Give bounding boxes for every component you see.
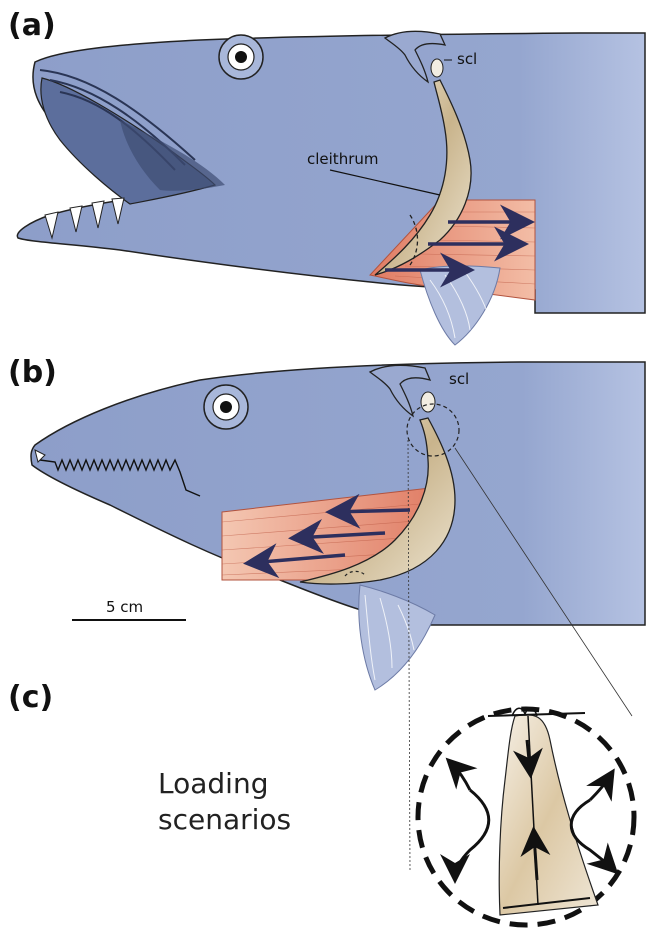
eye-icon <box>204 385 248 429</box>
panel-a <box>17 31 645 345</box>
label-cleithrum: cleithrum <box>307 150 378 168</box>
panel-c <box>418 708 634 925</box>
label-scale-bar: 5 cm <box>106 598 143 616</box>
panel-label-b: (b) <box>8 355 57 390</box>
pectoral-fin-a <box>420 266 500 345</box>
label-scl-b: scl <box>449 370 469 388</box>
label-scl-a: scl <box>457 50 477 68</box>
muscle-force-arrow-icon <box>332 510 410 512</box>
panel-label-a: (a) <box>8 8 56 43</box>
eye-icon <box>219 35 263 79</box>
loading-line-1: Loading <box>158 766 291 802</box>
bending-arrow-icon <box>452 764 489 875</box>
zoomed-bone <box>499 715 598 915</box>
panel-label-c: (c) <box>8 680 53 715</box>
fish-body-b <box>31 362 645 625</box>
loading-line-2: scenarios <box>158 802 291 838</box>
loading-scenarios-text: Loading scenarios <box>158 766 291 838</box>
